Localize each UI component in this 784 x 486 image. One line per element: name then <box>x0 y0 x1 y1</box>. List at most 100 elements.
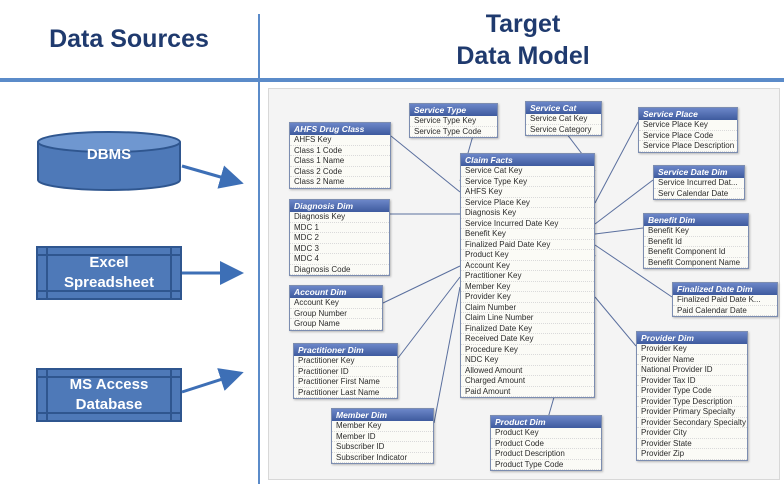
table-product-title: Product Dim <box>491 416 601 428</box>
data-sources-title: Data Sources <box>49 24 209 53</box>
table-field: Provider Type Code <box>637 386 747 397</box>
table-field: Benefit Key <box>461 229 594 240</box>
table-field: Class 2 Name <box>290 177 390 188</box>
table-field: Practitioner Last Name <box>294 387 397 398</box>
table-field: Service Incurred Date Key <box>461 218 594 229</box>
table-service-type[interactable]: Service Type Service Type Key Service Ty… <box>409 103 498 138</box>
table-field: Class 1 Code <box>290 145 390 156</box>
table-field: MDC 2 <box>290 233 389 244</box>
table-field: Group Name <box>290 319 382 330</box>
table-field: Service Place Code <box>639 130 737 141</box>
table-field: Paid Amount <box>461 386 594 397</box>
table-provider-title: Provider Dim <box>637 332 747 344</box>
table-field: Provider Zip <box>637 449 747 460</box>
table-field: Provider Tax ID <box>637 375 747 386</box>
table-field: Service Cat Key <box>461 166 594 177</box>
table-member-dim[interactable]: Member Dim Member Key Member ID Subscrib… <box>331 408 434 464</box>
table-provider-dim[interactable]: Provider Dim Provider Key Provider Name … <box>636 331 748 461</box>
table-field: Service Type Code <box>410 126 497 137</box>
table-field: Service Place Key <box>639 120 737 131</box>
table-field: Service Place Key <box>461 197 594 208</box>
table-field: Provider City <box>637 428 747 439</box>
table-ahfs-drug-class[interactable]: AHFS Drug Class AHFS Key Class 1 Code Cl… <box>289 122 391 189</box>
access-frame-right <box>170 370 172 420</box>
table-field: Product Key <box>491 428 601 439</box>
table-account-title: Account Dim <box>290 286 382 298</box>
excel-frame-right <box>170 248 172 298</box>
table-field: Benefit Id <box>644 236 748 247</box>
table-field: Claim Line Number <box>461 313 594 324</box>
table-service-date-dim[interactable]: Service Date Dim Service Incurred Dat...… <box>653 165 745 200</box>
table-field: MDC 3 <box>290 243 389 254</box>
table-field: Service Incurred Dat... <box>654 178 744 189</box>
table-field: Service Type Key <box>461 176 594 187</box>
table-claim-facts-title: Claim Facts <box>461 154 594 166</box>
table-field: Service Place Description <box>639 141 737 152</box>
table-service-date-title: Service Date Dim <box>654 166 744 178</box>
table-field: Product Key <box>461 250 594 261</box>
access-frame-bottom <box>38 412 180 414</box>
table-field: Practitioner Key <box>294 356 397 367</box>
table-field: Provider Name <box>637 354 747 365</box>
table-field: Received Date Key <box>461 334 594 345</box>
table-field: Subscriber Indicator <box>332 452 433 463</box>
access-frame-left <box>46 370 48 420</box>
table-field: Finalized Paid Date Key <box>461 239 594 250</box>
table-field: Provider Secondary Specialty <box>637 417 747 428</box>
table-field: Claim Number <box>461 302 594 313</box>
table-field: Service Cat Key <box>526 114 601 125</box>
table-field: Account Key <box>290 298 382 309</box>
dbms-label: DBMS <box>86 146 132 163</box>
table-member-title: Member Dim <box>332 409 433 421</box>
table-field: NDC Key <box>461 355 594 366</box>
table-field: Diagnosis Code <box>290 264 389 275</box>
table-finalized-date-dim[interactable]: Finalized Date Dim Finalized Paid Date K… <box>672 282 778 317</box>
table-field: Account Key <box>461 260 594 271</box>
table-field: Service Category <box>526 124 601 135</box>
table-field: AHFS Key <box>290 135 390 146</box>
dbms-arrow <box>181 164 244 189</box>
excel-frame-bottom <box>38 290 180 292</box>
table-field: Benefit Component Name <box>644 257 748 268</box>
header-vertical-divider <box>258 14 260 484</box>
access-source: MS Access Database <box>36 368 182 422</box>
table-field: Paid Calendar Date <box>673 305 777 316</box>
excel-frame-top <box>38 254 180 256</box>
table-field: Serv Calendar Date <box>654 188 744 199</box>
table-diagnosis-dim[interactable]: Diagnosis Dim Diagnosis Key MDC 1 MDC 2 … <box>289 199 390 276</box>
table-practitioner-title: Practitioner Dim <box>294 344 397 356</box>
table-account-dim[interactable]: Account Dim Account Key Group Number Gro… <box>289 285 383 331</box>
table-product-dim[interactable]: Product Dim Product Key Product Code Pro… <box>490 415 602 471</box>
table-field: Practitioner ID <box>294 366 397 377</box>
table-field: Member Key <box>332 421 433 432</box>
table-field: Product Description <box>491 449 601 460</box>
table-benefit-dim[interactable]: Benefit Dim Benefit Key Benefit Id Benef… <box>643 213 749 269</box>
table-practitioner-dim[interactable]: Practitioner Dim Practitioner Key Practi… <box>293 343 398 399</box>
table-field: Allowed Amount <box>461 365 594 376</box>
table-service-cat-title: Service Cat <box>526 102 601 114</box>
table-field: Provider Type Description <box>637 396 747 407</box>
table-field: Provider Primary Specialty <box>637 407 747 418</box>
table-field: Provider State <box>637 438 747 449</box>
excel-source: Excel Spreadsheet <box>36 246 182 300</box>
table-field: Member ID <box>332 431 433 442</box>
table-field: Group Number <box>290 308 382 319</box>
table-field: National Provider ID <box>637 365 747 376</box>
access-arrow <box>181 368 244 394</box>
excel-label-line1: Excel <box>89 254 129 271</box>
table-field: Finalized Date Key <box>461 323 594 334</box>
data-sources-header: Data Sources <box>0 0 258 78</box>
excel-frame-left <box>46 248 48 298</box>
table-service-place[interactable]: Service Place Service Place Key Service … <box>638 107 738 153</box>
table-field: Product Type Code <box>491 459 601 470</box>
table-claim-facts[interactable]: Claim Facts Service Cat Key Service Type… <box>460 153 595 398</box>
dbms-cylinder-icon <box>37 131 181 191</box>
table-field: Finalized Paid Date K... <box>673 295 777 306</box>
table-service-cat[interactable]: Service Cat Service Cat Key Service Cate… <box>525 101 602 136</box>
table-field: MDC 1 <box>290 222 389 233</box>
table-field: Practitioner First Name <box>294 377 397 388</box>
table-field: Class 1 Name <box>290 156 390 167</box>
table-field: Diagnosis Key <box>290 212 389 223</box>
table-service-place-title: Service Place <box>639 108 737 120</box>
target-title-line2: Data Model <box>456 42 590 70</box>
